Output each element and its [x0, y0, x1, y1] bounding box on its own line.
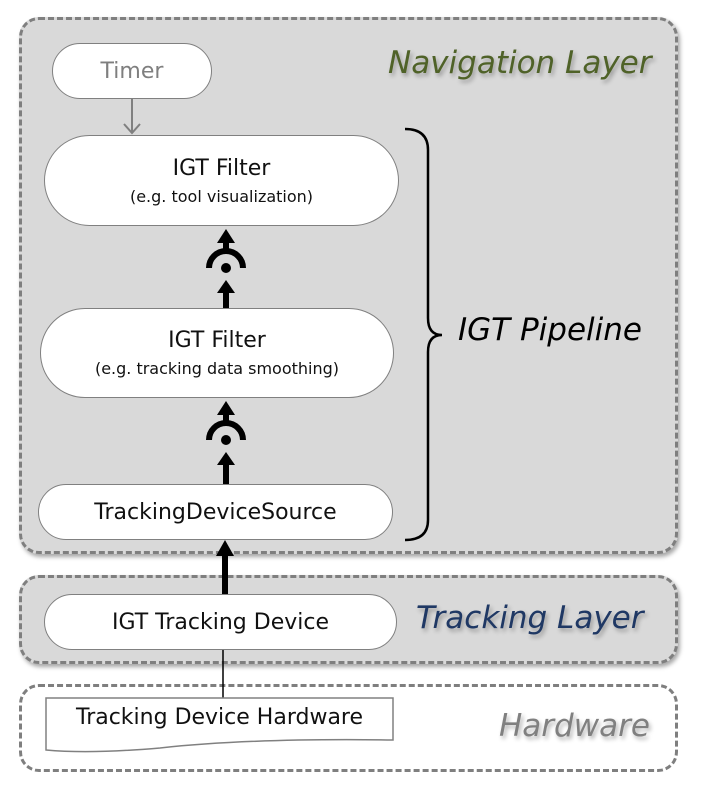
igt-filter-visualization-node: IGT Filter (e.g. tool visualization): [44, 135, 399, 226]
source-label: TrackingDeviceSource: [94, 499, 337, 525]
tracking-layer-label: Tracking Layer: [416, 600, 644, 636]
pipeline-brace: [404, 127, 443, 542]
filter-subtitle: (e.g. tool visualization): [129, 186, 314, 206]
pipeline-connector-icon: [206, 229, 246, 308]
navigation-layer-label: Navigation Layer: [388, 45, 652, 81]
timer-label: Timer: [100, 58, 164, 84]
hardware-layer-label: Hardware: [499, 708, 650, 744]
tracking-device-source-node: TrackingDeviceSource: [38, 484, 393, 540]
pipeline-label: IGT Pipeline: [458, 312, 642, 348]
tracking-device-hardware-label: Tracking Device Hardware: [75, 705, 364, 730]
source-arrow: [216, 540, 234, 595]
pipeline-connector-icon: [206, 401, 246, 484]
timer-node: Timer: [52, 43, 212, 99]
filter-subtitle: (e.g. tracking data smoothing): [94, 359, 340, 378]
igt-tracking-device-node: IGT Tracking Device: [44, 594, 397, 650]
filter-title: IGT Filter: [172, 155, 271, 181]
timer-arrow: [123, 98, 141, 135]
navigation-layer: [19, 17, 678, 554]
tracking-device-label: IGT Tracking Device: [111, 609, 329, 635]
igt-filter-smoothing-node: IGT Filter (e.g. tracking data smoothing…: [40, 308, 394, 398]
filter-title: IGT Filter: [168, 328, 266, 353]
hardware-document-shape: [45, 697, 394, 753]
